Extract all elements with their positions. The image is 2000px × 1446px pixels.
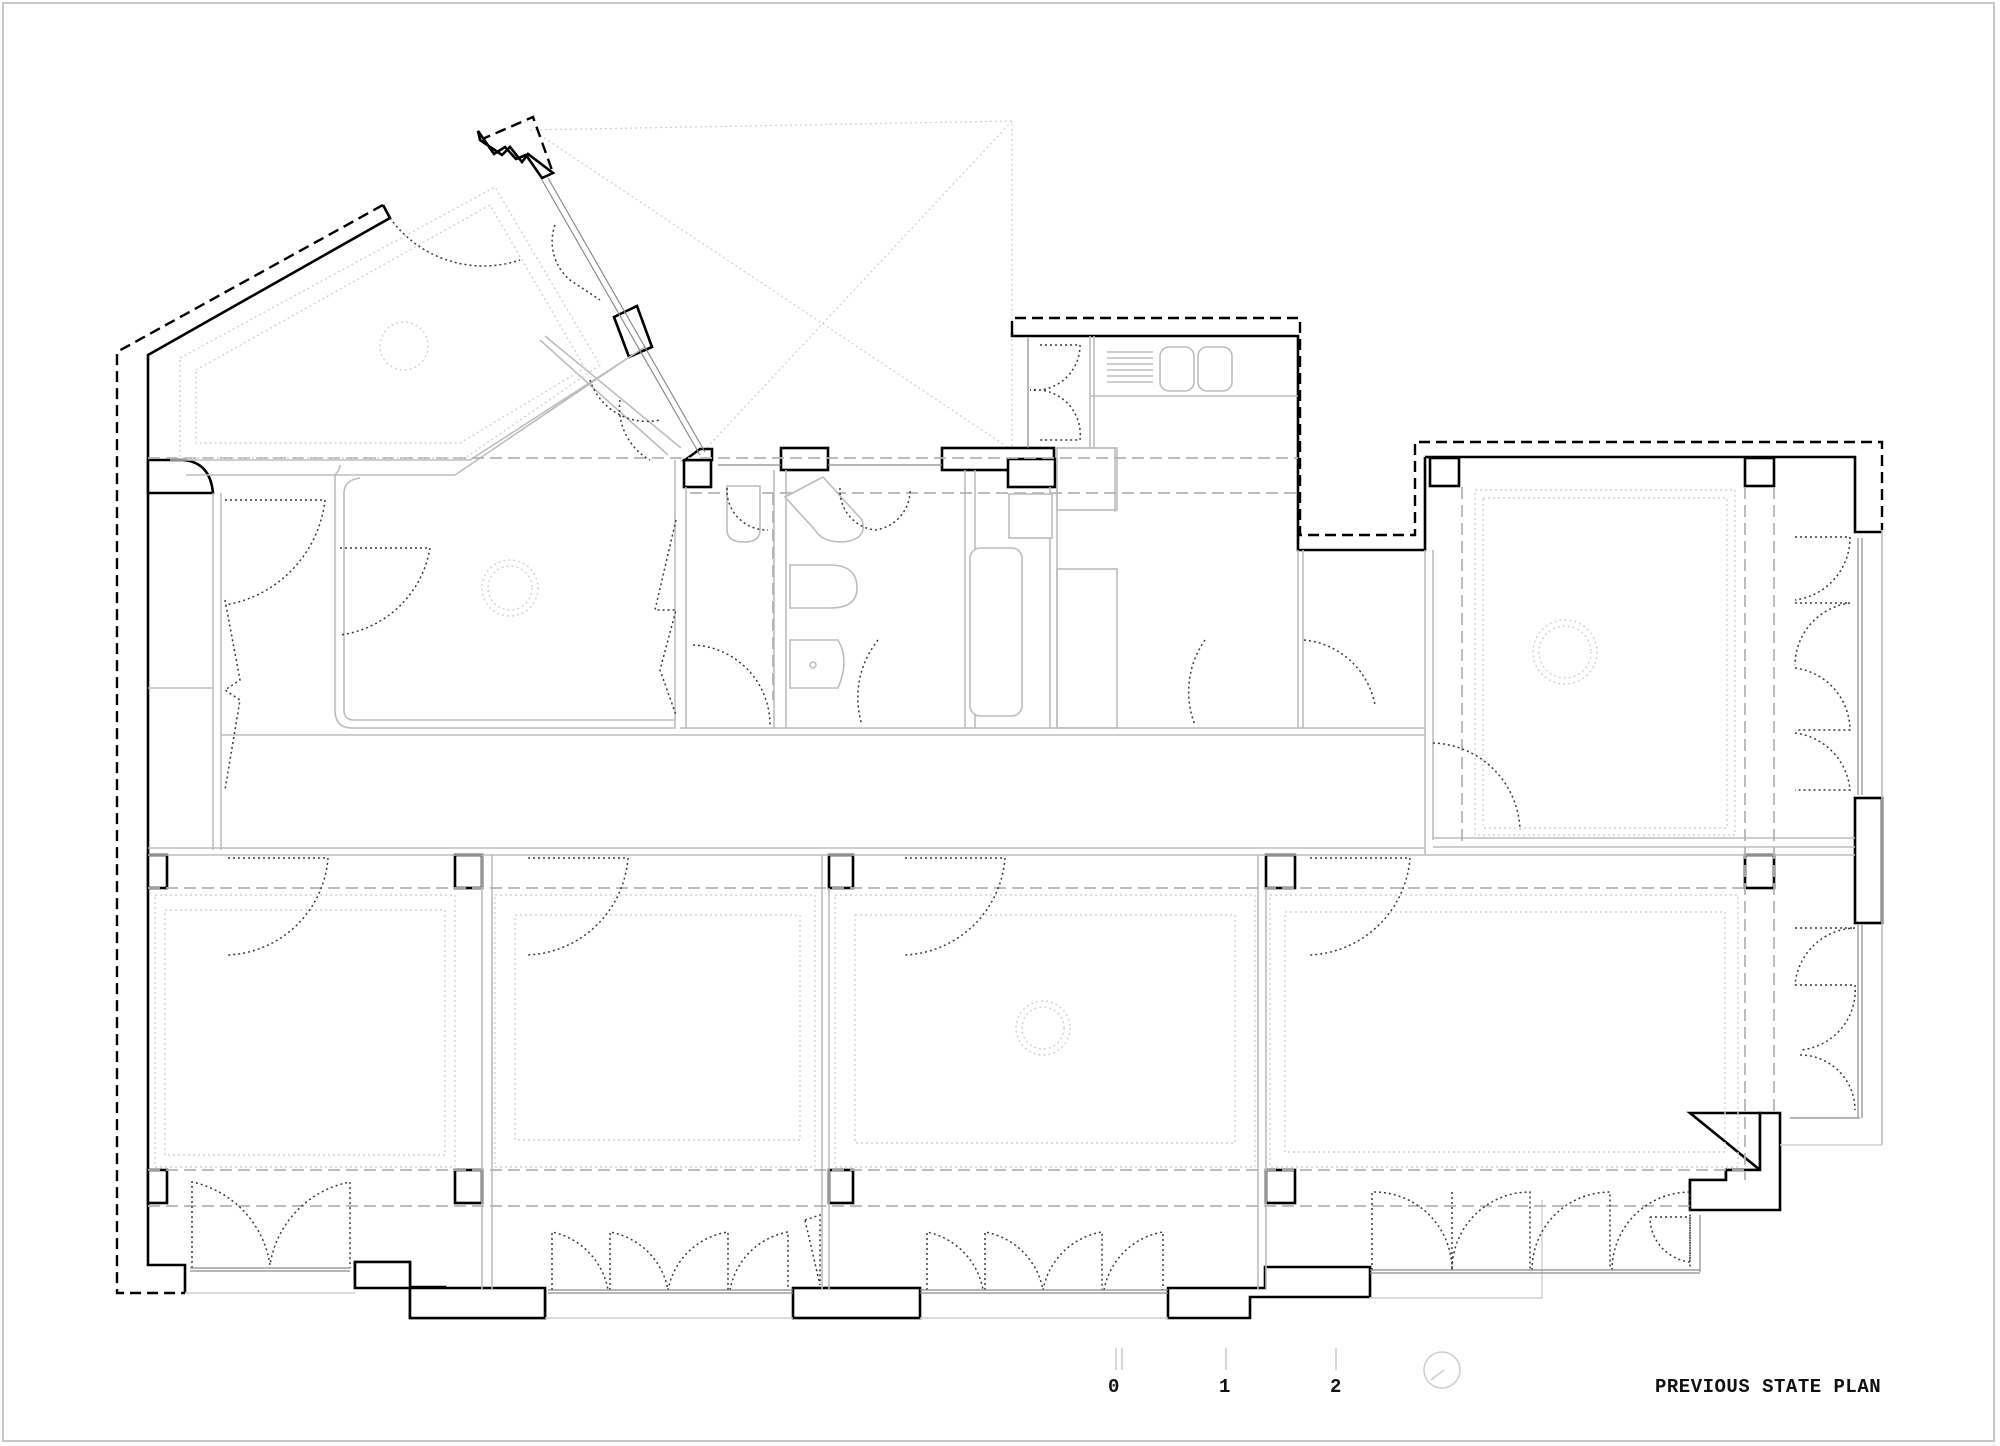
fixtures (726, 346, 1233, 717)
scale-label-1: 1 (1219, 1376, 1231, 1398)
bathtub-icon (969, 547, 1023, 717)
partitions (148, 335, 1883, 1319)
sink-icon (1159, 346, 1195, 392)
door-swings (191, 217, 1856, 1291)
walls (146, 130, 1884, 1320)
toilet-icon (789, 564, 858, 609)
bidet-icon (783, 476, 864, 543)
scale-bar (1115, 1348, 1337, 1370)
north-arrow-icon (1423, 1351, 1461, 1389)
washbasin-icon (789, 639, 845, 689)
facade-outline (115, 115, 1884, 1295)
drawing-title: PREVIOUS STATE PLAN (1655, 1376, 1882, 1398)
window-frames (190, 177, 1863, 1294)
drainboard-icon (1107, 351, 1153, 383)
toilet-icon (726, 485, 761, 543)
ceiling-mouldings (154, 186, 1739, 1168)
beam-lines (148, 457, 1775, 1207)
cabinet-icon (1008, 493, 1053, 539)
scale-label-2: 2 (1330, 1376, 1342, 1398)
sink-icon (1197, 346, 1233, 392)
roof-projection-lines (529, 120, 1013, 456)
scale-label-0: 0 (1108, 1376, 1120, 1398)
